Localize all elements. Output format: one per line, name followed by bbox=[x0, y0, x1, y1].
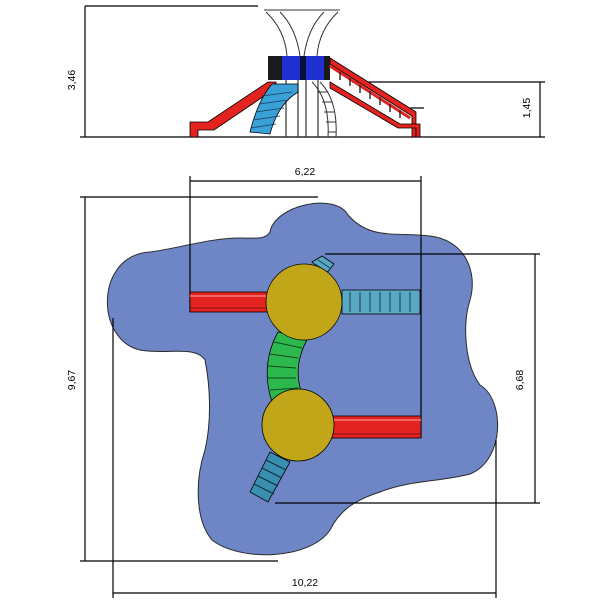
plan-slide-lower bbox=[329, 415, 422, 439]
safety-surface-area bbox=[107, 202, 499, 556]
dimension-label-platform-height: 1,45 bbox=[521, 98, 533, 119]
plan-view: 6,22 9,67 6,68 10,22 bbox=[66, 166, 540, 598]
elevation-view: 3,46 1,45 bbox=[66, 5, 545, 138]
dimension-label-width-inner: 6,22 bbox=[295, 166, 316, 178]
dimension-label-height-total: 9,67 bbox=[66, 370, 78, 391]
elevation-blue-ladder bbox=[249, 83, 299, 135]
plan-ladder-lower bbox=[249, 451, 291, 503]
elevation-stairs-right bbox=[329, 57, 424, 138]
platform-deck-upper bbox=[265, 263, 343, 341]
dimension-label-height: 3,46 bbox=[66, 70, 78, 91]
tower-panels bbox=[268, 56, 330, 80]
plan-slide-upper bbox=[189, 291, 275, 313]
elevation-ladder-right bbox=[311, 81, 337, 138]
plan-ladder-upper bbox=[341, 289, 421, 315]
dimension-label-width-total: 10,22 bbox=[292, 577, 318, 589]
plan-tunnel bbox=[266, 331, 309, 403]
platform-deck-lower bbox=[261, 388, 335, 462]
dimension-label-height-inner: 6,68 bbox=[514, 370, 526, 391]
roof bbox=[264, 9, 340, 57]
